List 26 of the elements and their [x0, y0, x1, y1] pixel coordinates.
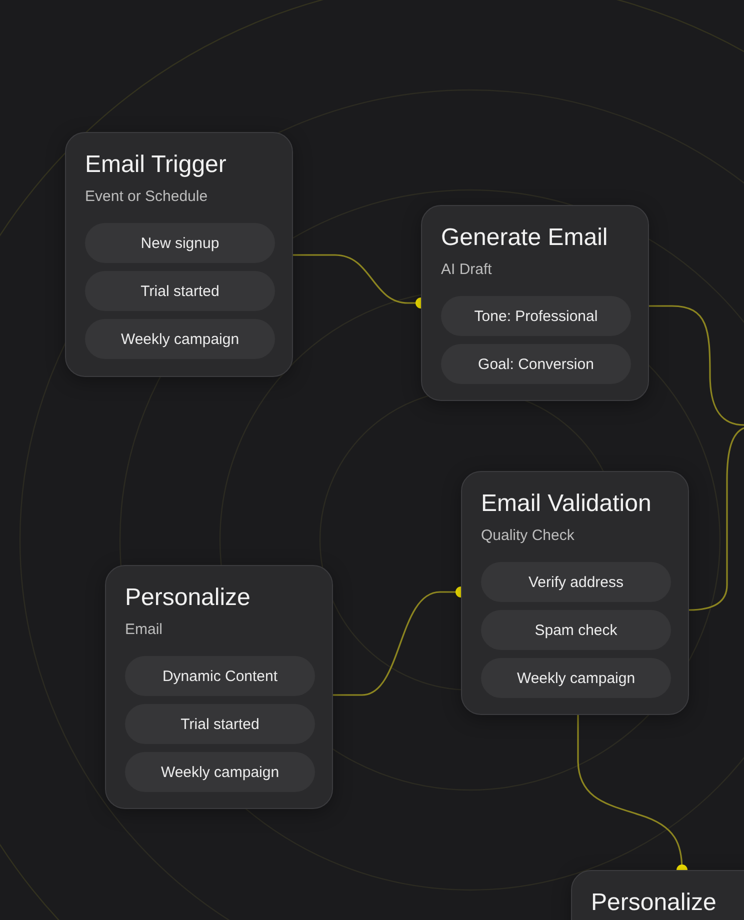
node-card	[421, 205, 649, 401]
card-subtitle: Event or Schedule	[85, 188, 208, 205]
option-pill: Goal: Conversion	[441, 344, 631, 384]
option-pill: Dynamic Content	[125, 656, 315, 696]
option-pill: Spam check	[481, 610, 671, 650]
connector	[688, 427, 744, 611]
option-pill: New signup	[85, 223, 275, 263]
card-title: Email Trigger	[85, 151, 226, 179]
option-pill: Weekly campaign	[481, 658, 671, 698]
node-card	[65, 132, 293, 377]
card-title: Personalize	[125, 584, 250, 612]
card-subtitle: Quality Check	[481, 527, 574, 544]
card-subtitle: Email	[125, 621, 163, 638]
card-title: Generate Email	[441, 224, 608, 252]
node-card	[105, 565, 333, 809]
card-title: Personalize	[591, 889, 716, 917]
card-title: Email Validation	[481, 490, 652, 518]
option-pill: Trial started	[125, 704, 315, 744]
option-pill: Trial started	[85, 271, 275, 311]
card-subtitle: AI Draft	[441, 261, 492, 278]
option-pill: Tone: Professional	[441, 296, 631, 336]
option-pill: Weekly campaign	[125, 752, 315, 792]
node-card	[461, 471, 689, 715]
connector	[649, 305, 744, 426]
option-pill: Verify address	[481, 562, 671, 602]
option-pill: Weekly campaign	[85, 319, 275, 359]
